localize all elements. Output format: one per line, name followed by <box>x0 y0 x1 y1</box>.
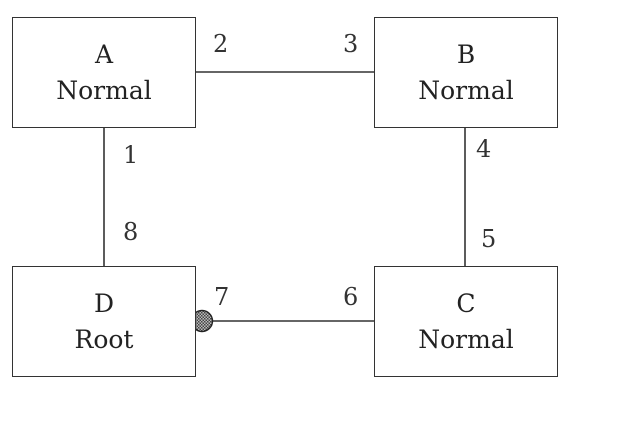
node-a: A Normal <box>12 17 196 128</box>
node-c: C Normal <box>374 266 558 377</box>
node-c-name: C <box>456 288 476 318</box>
port-label-4: 4 <box>476 135 492 163</box>
node-d-role: Root <box>74 324 134 354</box>
node-b: B Normal <box>374 17 558 128</box>
port-label-8: 8 <box>123 218 139 246</box>
port-label-3: 3 <box>343 30 359 58</box>
port-label-2: 2 <box>213 30 229 58</box>
port-label-5: 5 <box>481 225 497 253</box>
node-b-name: B <box>456 39 476 69</box>
node-b-role: Normal <box>418 75 514 105</box>
node-d: D Root <box>12 266 196 377</box>
node-a-name: A <box>94 39 114 69</box>
port-label-1: 1 <box>123 141 139 169</box>
node-a-role: Normal <box>56 75 152 105</box>
port-label-6: 6 <box>343 283 359 311</box>
node-c-role: Normal <box>418 324 514 354</box>
node-d-name: D <box>93 288 115 318</box>
port-label-7: 7 <box>214 283 230 311</box>
